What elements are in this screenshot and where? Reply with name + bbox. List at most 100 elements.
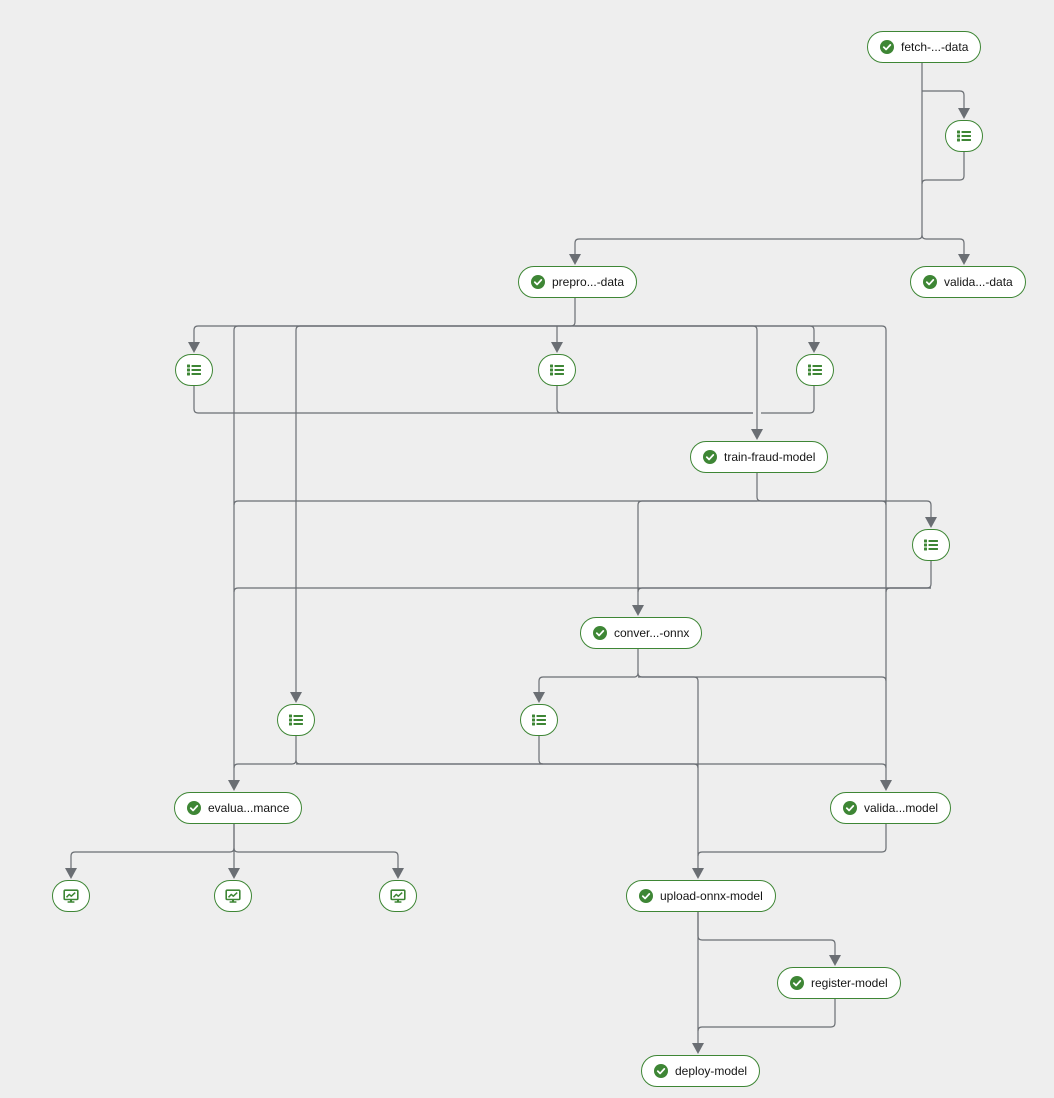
metrics-artifact-node[interactable] [214,880,252,912]
check-circle-icon [531,275,545,289]
task-label: register-model [811,976,888,990]
list-icon [187,364,201,376]
edge-arrowhead [925,517,937,528]
task-label: fetch-...-data [901,40,969,54]
artifact-node[interactable] [945,120,983,152]
list-icon [924,539,938,551]
task-label: upload-onnx-model [660,889,763,903]
edge-line [538,648,639,695]
edge-arrowhead [692,868,704,879]
list-icon [550,364,564,376]
check-circle-icon [843,801,857,815]
edge-arrowhead [551,342,563,353]
edge-arrowhead [65,868,77,879]
edge-arrowhead [808,342,820,353]
artifact-node[interactable] [538,354,576,386]
task-node-validate-model[interactable]: valida...model [830,792,952,824]
edge-arrowhead [228,868,240,879]
edge-line [697,911,836,958]
edge-line [921,151,965,185]
task-node-train-fraud-model[interactable]: train-fraud-model [690,441,829,473]
edge-line [757,500,887,506]
edge-line [233,325,575,783]
edge-line [193,385,753,414]
task-node-convert-onnx[interactable]: conver...-onnx [580,617,703,649]
task-node-validate-data[interactable]: valida...-data [910,266,1026,298]
edge-arrowhead [751,429,763,440]
task-node-upload-onnx-model[interactable]: upload-onnx-model [626,880,776,912]
task-label: evalua...mance [208,801,290,815]
edge-line [538,735,544,765]
edge-arrowhead [569,254,581,265]
edge-line [637,500,757,608]
edge-line [761,385,815,414]
artifact-node[interactable] [175,354,213,386]
edge-line [638,676,887,682]
edge-line [233,500,757,506]
edge-line [295,325,575,695]
artifact-node[interactable] [796,354,834,386]
task-node-register-model[interactable]: register-model [777,967,901,999]
edge-arrowhead [632,605,644,616]
edge-arrowhead [228,780,240,791]
edge-line [885,587,931,593]
list-icon [808,364,822,376]
metrics-icon [225,889,241,903]
task-node-preprocess-data[interactable]: prepro...-data [518,266,638,298]
edge-line [922,90,965,111]
metrics-artifact-node[interactable] [52,880,90,912]
edge-line [70,823,235,871]
edge-arrowhead [290,692,302,703]
task-label: train-fraud-model [724,450,816,464]
check-circle-icon [880,40,894,54]
list-icon [289,714,303,726]
edge-line [233,847,399,871]
edge-line [637,672,699,871]
edge-arrowhead [958,108,970,119]
artifact-node[interactable] [277,704,315,736]
task-node-deploy-model[interactable]: deploy-model [641,1055,761,1087]
check-circle-icon [923,275,937,289]
edge-line [233,587,931,593]
task-label: conver...-onnx [614,626,690,640]
edge-arrowhead [533,692,545,703]
edge-line [756,472,932,520]
edge-arrowhead [958,254,970,265]
edge-arrowhead [880,780,892,791]
task-label: prepro...-data [552,275,625,289]
edge-line [233,735,297,769]
task-label: valida...-data [944,275,1013,289]
edge-line [575,325,758,432]
check-circle-icon [703,450,717,464]
edge-arrowhead [188,342,200,353]
artifact-node[interactable] [912,529,950,561]
edge-arrowhead [692,1043,704,1054]
check-circle-icon [593,626,607,640]
edge-line [296,763,887,769]
edge-line [637,560,932,593]
task-node-fetch-data[interactable]: fetch-...-data [867,31,982,63]
metrics-artifact-node[interactable] [379,880,417,912]
edge-arrowhead [392,868,404,879]
list-icon [957,130,971,142]
check-circle-icon [187,801,201,815]
edge-arrowhead [829,955,841,966]
edge-line [697,998,836,1032]
check-circle-icon [639,889,653,903]
task-node-evaluate-performance[interactable]: evalua...mance [174,792,303,824]
metrics-icon [390,889,406,903]
check-circle-icon [790,976,804,990]
edge-line [697,823,887,857]
edge-line [575,325,887,783]
edge-line [921,234,965,257]
edge-line [556,385,753,414]
edge-line [575,325,815,345]
edge-line [574,234,923,257]
artifact-node[interactable] [520,704,558,736]
task-label: valida...model [864,801,939,815]
check-circle-icon [654,1064,668,1078]
edge-line [193,297,576,345]
metrics-icon [63,889,79,903]
